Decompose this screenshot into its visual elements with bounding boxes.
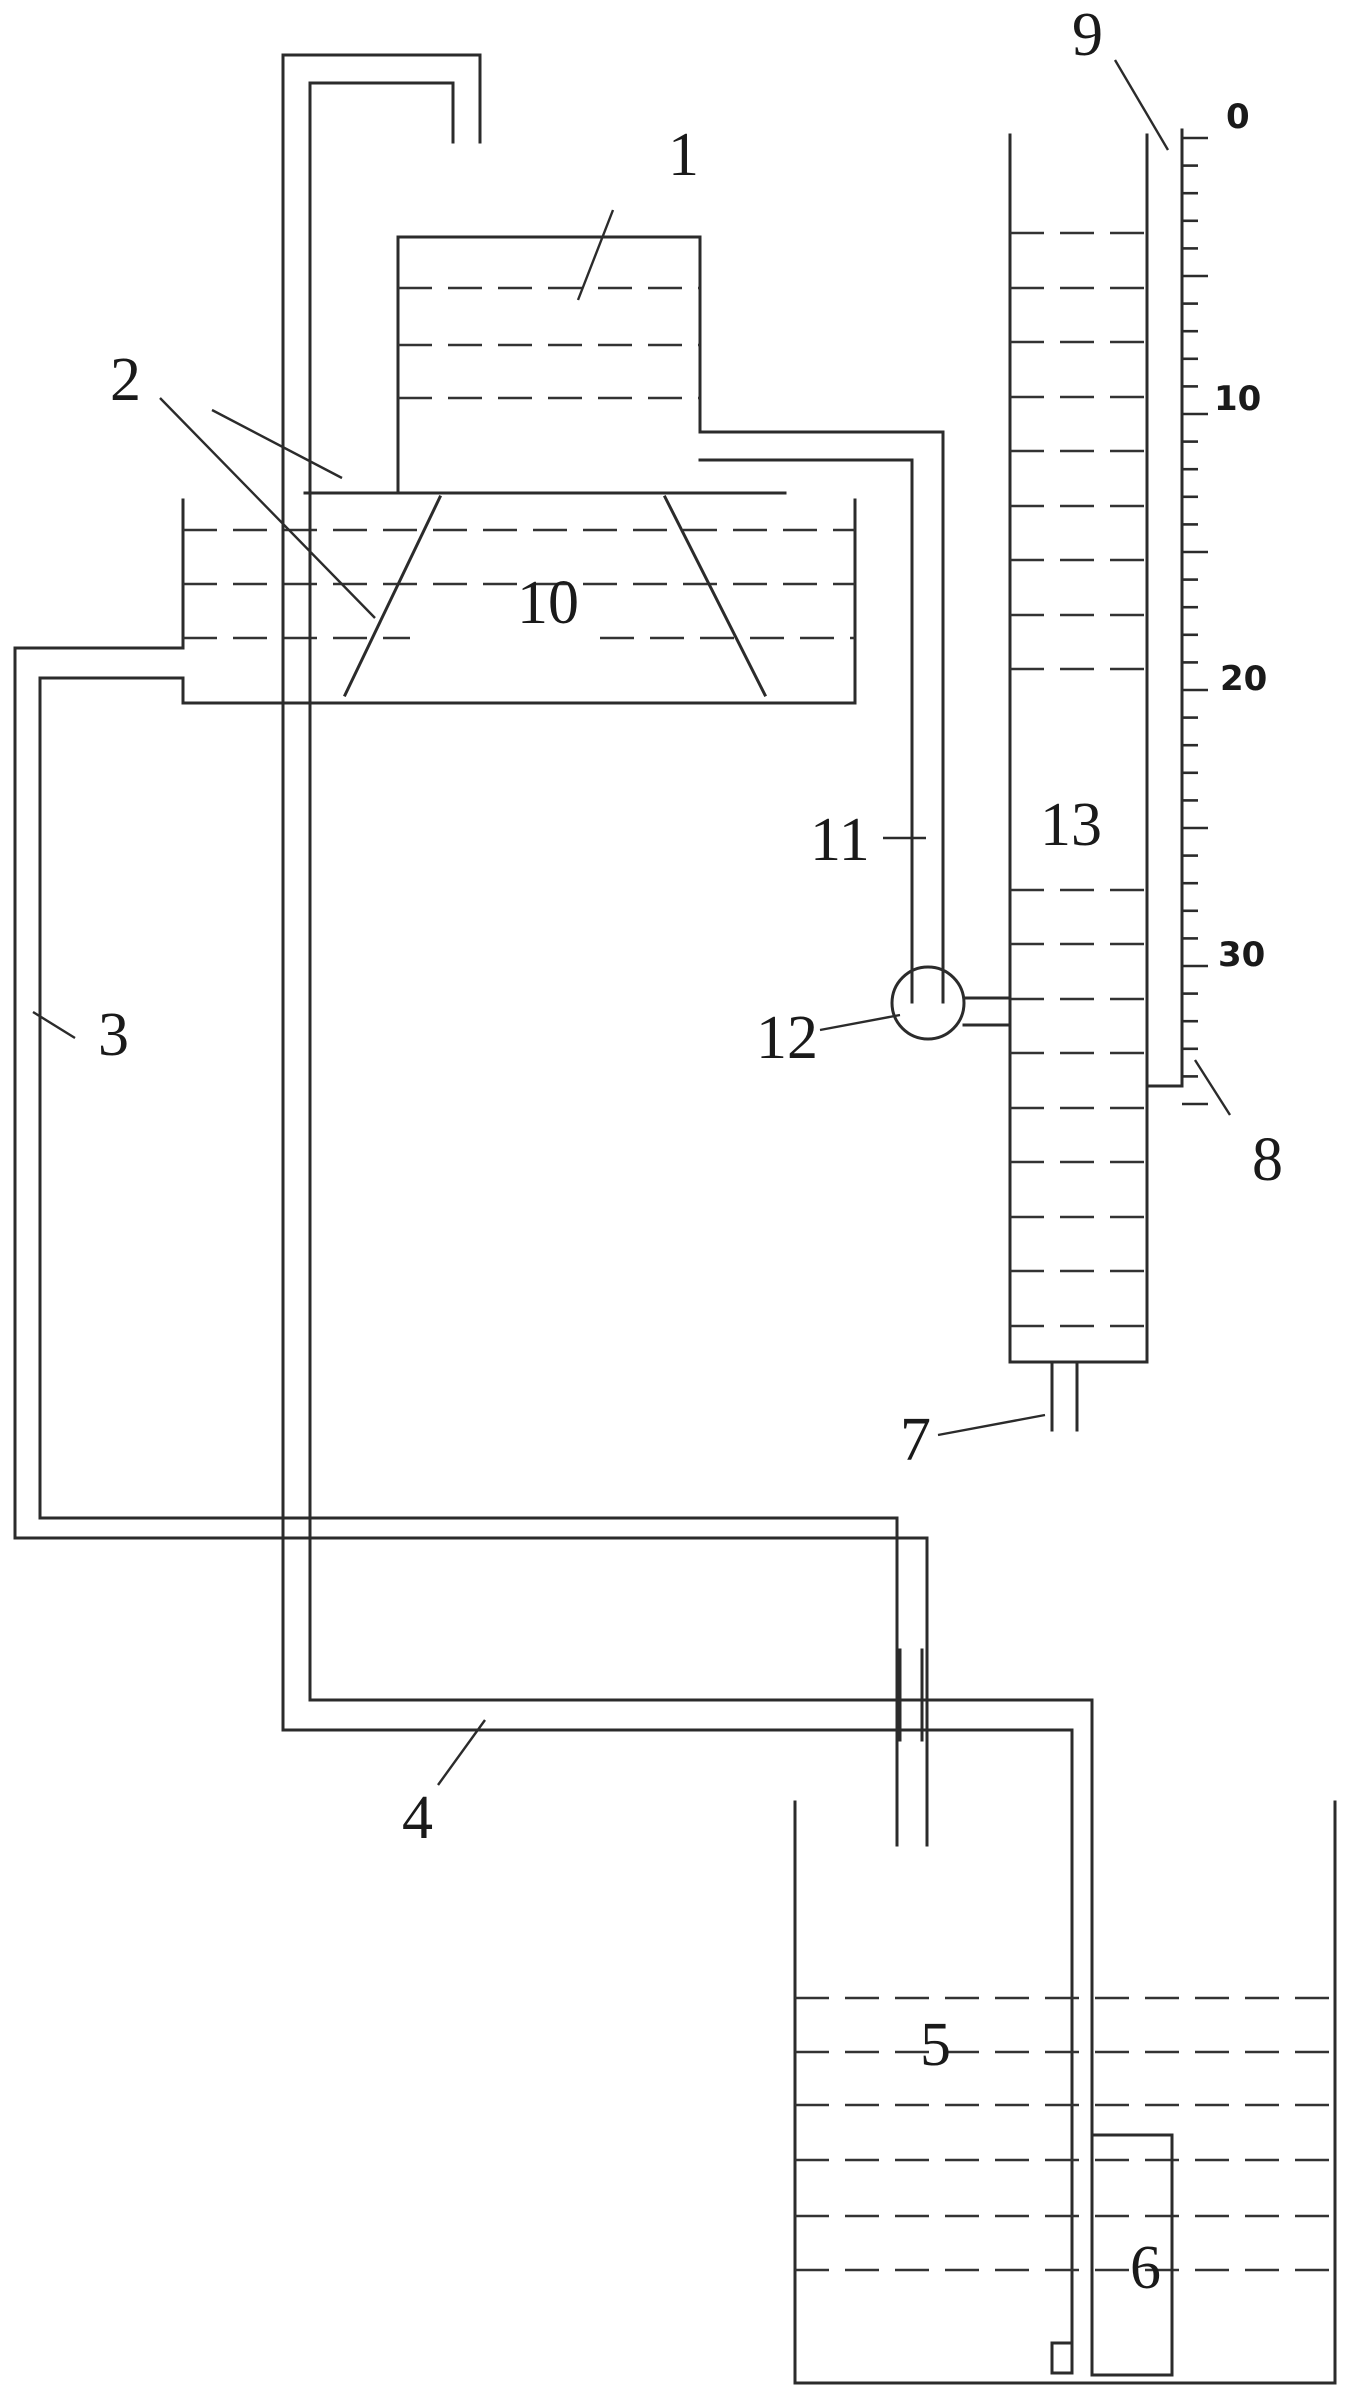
top-reservoir bbox=[303, 235, 945, 1004]
label-7: 7 bbox=[900, 1406, 931, 1474]
overflow-tank bbox=[181, 494, 857, 705]
leader-lines bbox=[32, 59, 1232, 1786]
label-1: 1 bbox=[668, 121, 699, 189]
pipe-4 bbox=[281, 53, 1094, 2375]
label-6: 6 bbox=[1130, 2234, 1161, 2302]
measuring-cylinder bbox=[1008, 133, 1149, 1432]
lower-vessel bbox=[793, 1800, 1337, 2385]
label-9: 9 bbox=[1072, 1, 1103, 69]
label-11: 11 bbox=[810, 806, 870, 874]
scale-ruler: 0 10 20 30 bbox=[1145, 97, 1267, 1106]
label-8: 8 bbox=[1252, 1126, 1283, 1194]
label-4: 4 bbox=[402, 1784, 433, 1852]
label-3: 3 bbox=[98, 1001, 129, 1069]
scale-mark-20: 20 bbox=[1220, 659, 1267, 699]
label-13: 13 bbox=[1040, 791, 1102, 859]
label-12: 12 bbox=[756, 1004, 818, 1072]
valve bbox=[890, 965, 1012, 1041]
label-10: 10 bbox=[517, 569, 579, 637]
pipe-3 bbox=[13, 646, 929, 1847]
scale-ticks bbox=[1182, 136, 1208, 1106]
inner-cup bbox=[1050, 2133, 1174, 2377]
component-labels: 1 2 3 4 5 6 7 8 9 10 11 12 13 bbox=[98, 1, 1283, 2302]
scale-mark-0: 0 bbox=[1226, 97, 1250, 137]
scale-mark-10: 10 bbox=[1214, 379, 1261, 419]
label-5: 5 bbox=[920, 2011, 951, 2079]
scale-mark-30: 30 bbox=[1218, 935, 1265, 975]
label-2: 2 bbox=[110, 346, 141, 414]
